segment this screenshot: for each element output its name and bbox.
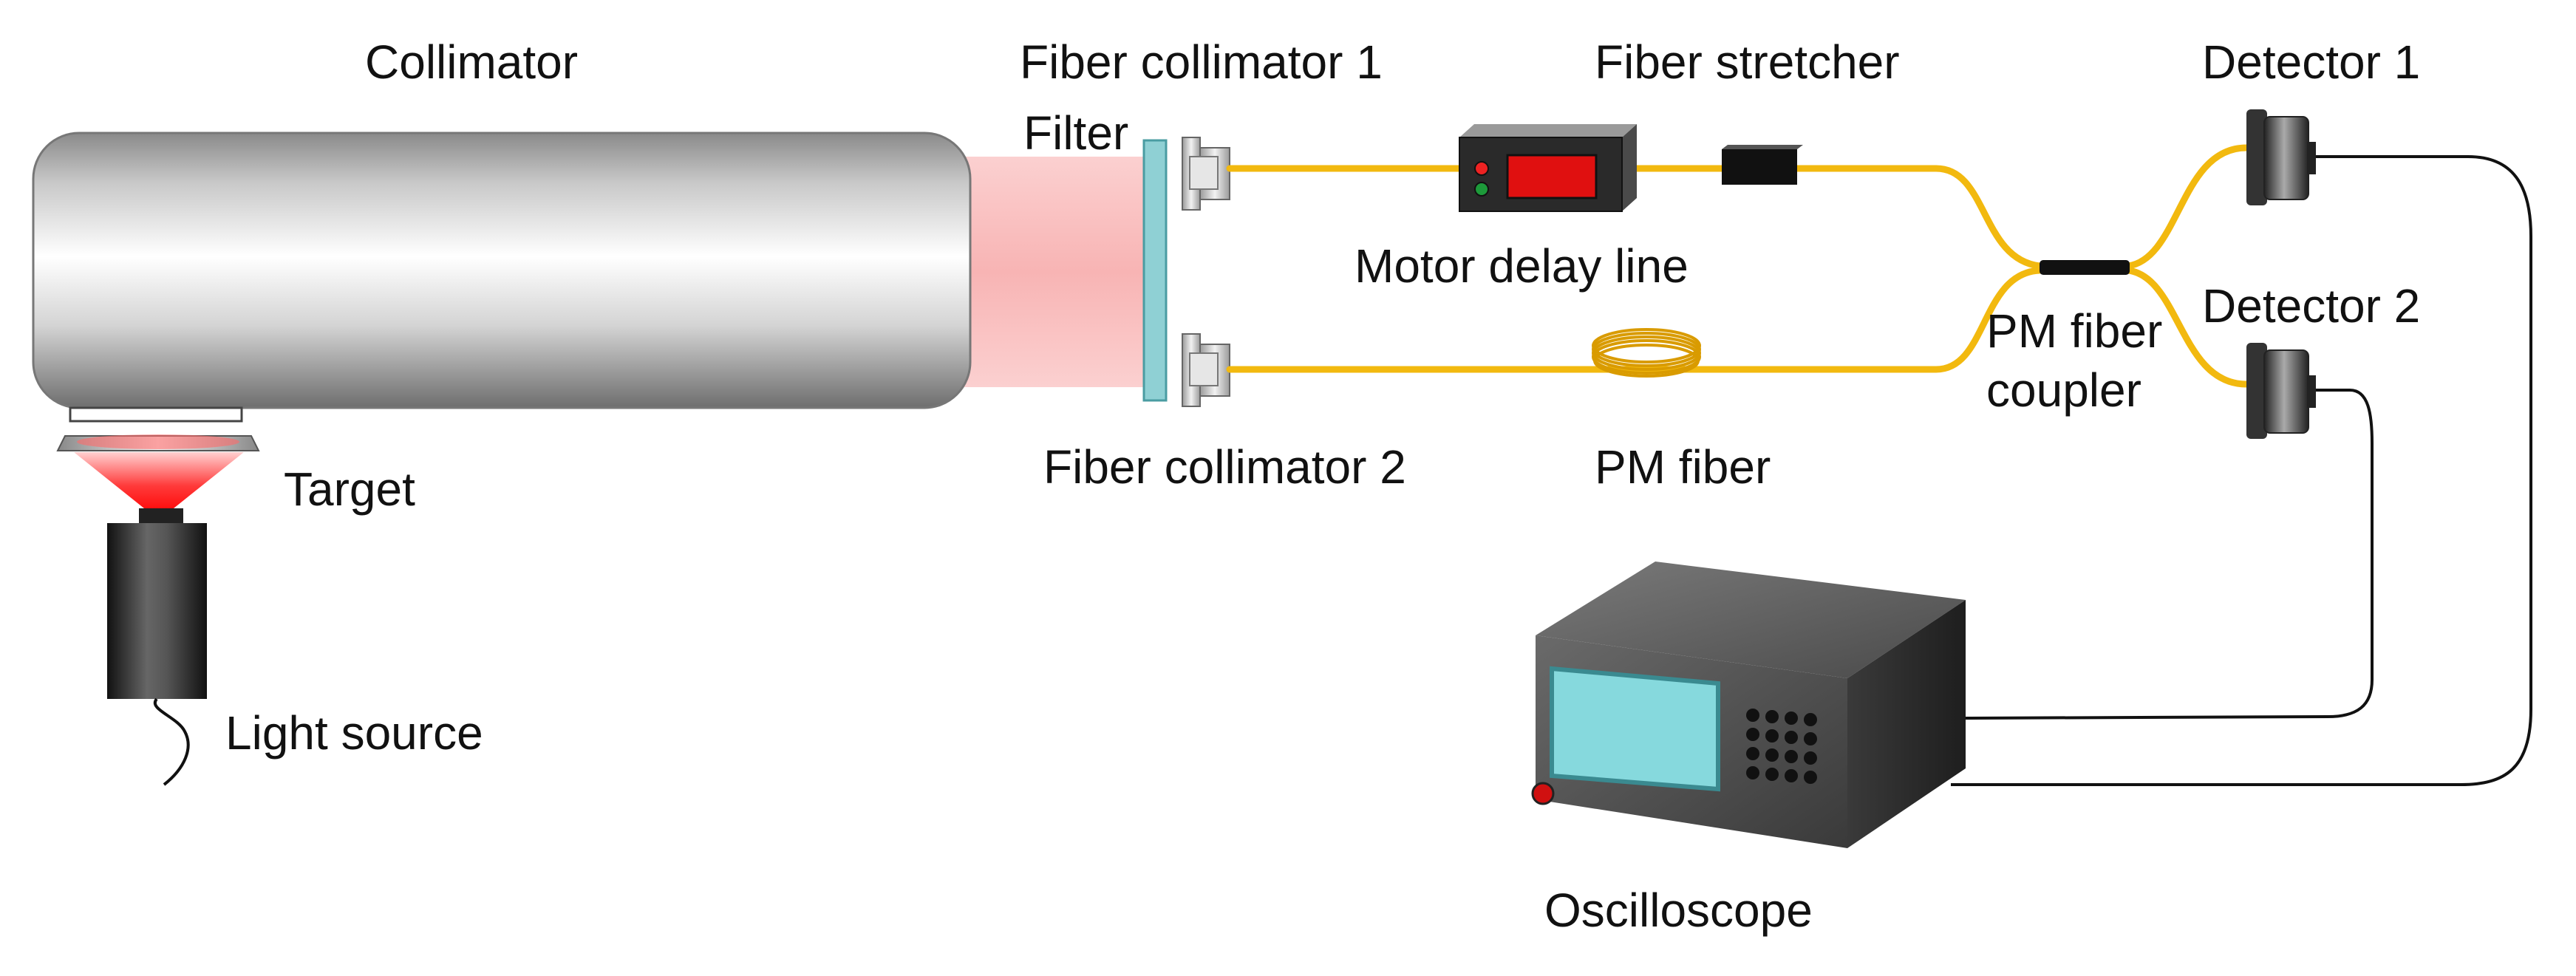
light-source-head	[139, 508, 183, 525]
oscilloscope-power-button	[1531, 782, 1555, 805]
label-detector-1: Detector 1	[2202, 35, 2421, 89]
label-light-source: Light source	[225, 706, 483, 760]
label-motor-delay-line: Motor delay line	[1355, 239, 1689, 293]
motor-delay-line	[1459, 124, 1637, 212]
filter-plate	[1142, 139, 1168, 402]
light-source-body	[107, 523, 207, 699]
oscilloscope-keypad	[1746, 709, 1817, 784]
label-fiber-stretcher: Fiber stretcher	[1595, 35, 1900, 89]
label-oscilloscope: Oscilloscope	[1544, 884, 1813, 937]
oscilloscope	[1531, 562, 1966, 848]
light-cone	[74, 452, 244, 508]
pm-fiber-coil	[1592, 328, 1701, 378]
label-detector-2: Detector 2	[2202, 279, 2421, 332]
detector-1	[2246, 109, 2316, 205]
label-fiber-collimator-1: Fiber collimator 1	[1020, 35, 1383, 89]
label-target: Target	[284, 463, 415, 516]
label-pm-fiber: PM fiber	[1595, 440, 1771, 494]
collimated-beam	[961, 157, 1145, 387]
fiber-stretcher	[1722, 145, 1803, 185]
pm-fiber-coupler	[2040, 260, 2130, 275]
fiber-collimator-1	[1182, 137, 1230, 211]
target-mount	[69, 406, 243, 423]
label-filter: Filter	[1023, 106, 1129, 160]
detector-2	[2246, 343, 2316, 439]
label-collimator: Collimator	[365, 35, 579, 89]
label-fiber-collimator-2: Fiber collimator 2	[1043, 440, 1406, 494]
label-pm-fiber-coupler-line1: PM fiber	[1986, 304, 2163, 358]
oscilloscope-screen	[1550, 666, 1720, 792]
label-pm-fiber-coupler-line2: coupler	[1986, 364, 2141, 417]
fiber-collimator-2	[1182, 333, 1230, 407]
signal-cables	[1951, 155, 2532, 786]
collimator-body	[32, 132, 972, 409]
light-source-cable	[153, 697, 190, 786]
optical-fibers	[1226, 144, 2250, 388]
